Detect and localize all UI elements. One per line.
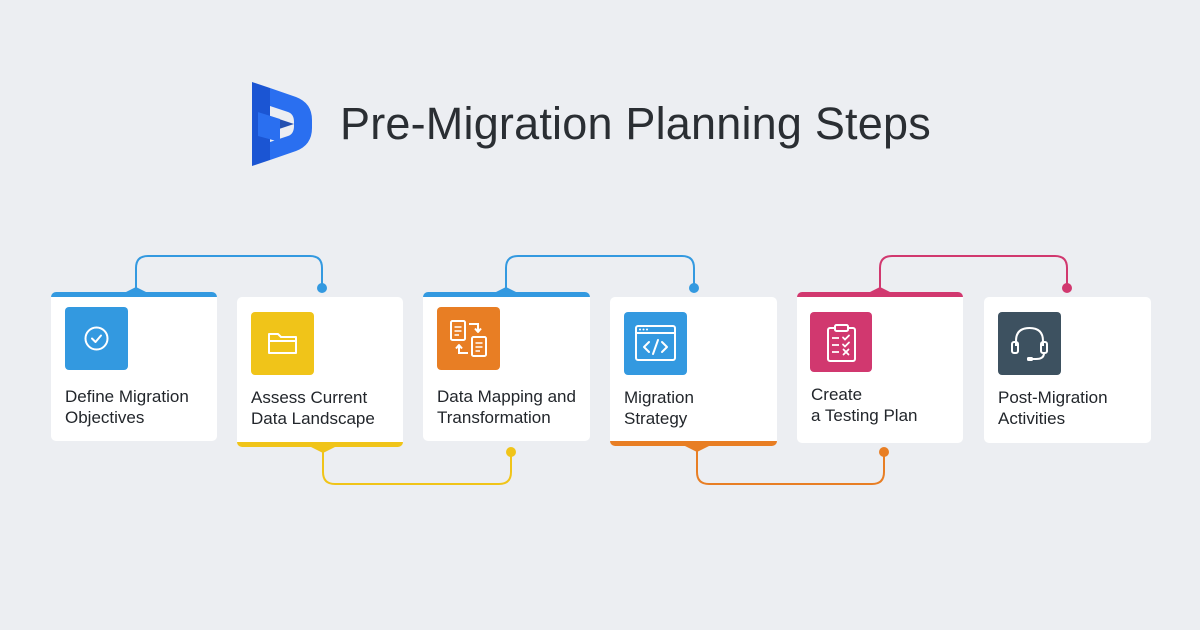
step-icon-box — [624, 312, 687, 375]
connector-dot-2 — [506, 447, 516, 457]
connector-dot-5 — [1062, 283, 1072, 293]
step-label-line1: Define Migration — [65, 387, 189, 406]
connector-dot-1 — [317, 283, 327, 293]
dynamics-logo-icon — [252, 82, 312, 166]
step-label-line2: Objectives — [65, 408, 145, 427]
document-transform-icon — [450, 320, 487, 357]
connector-1-2 — [135, 255, 323, 293]
step-card-create-a-testing-plan: Create a Testing Plan — [797, 292, 963, 443]
step-label-line2: Activities — [998, 409, 1066, 428]
step-card-migration-strategy: Migration Strategy — [610, 297, 777, 446]
step-label: Post-Migration Activities — [998, 387, 1143, 429]
step-label: Assess Current Data Landscape — [251, 387, 395, 429]
step-card-accent-bar — [610, 441, 777, 446]
folder-icon — [268, 333, 297, 354]
connector-2-3 — [322, 447, 512, 485]
code-window-icon — [635, 325, 676, 361]
connector-dot-3 — [689, 283, 699, 293]
connector-notch-3 — [494, 287, 518, 293]
connector-notch-1 — [124, 287, 148, 293]
step-label-line1: Assess Current — [251, 388, 368, 407]
step-icon-box — [998, 312, 1061, 375]
connector-dot-4 — [879, 447, 889, 457]
step-card-post-migration-activities: Post-Migration Activities — [984, 297, 1151, 443]
step-label-line2: Strategy — [624, 409, 688, 428]
connector-4-5 — [696, 446, 885, 485]
step-label-line1: Post-Migration — [998, 388, 1108, 407]
step-label-line2: Transformation — [437, 408, 551, 427]
step-label-line2: Data Landscape — [251, 409, 375, 428]
step-card-accent-bar — [237, 442, 403, 447]
step-label: Define Migration Objectives — [65, 386, 209, 428]
step-icon-box — [810, 312, 872, 372]
step-label-line1: Migration — [624, 388, 694, 407]
step-icon-box — [437, 307, 500, 370]
step-card-data-mapping-and-transformation: Data Mapping and Transformation — [423, 292, 590, 441]
connector-notch-2 — [311, 447, 335, 453]
step-label: Data Mapping and Transformation — [437, 386, 582, 428]
step-card-define-migration-objectives: Define Migration Objectives — [51, 292, 217, 441]
step-label: Migration Strategy — [624, 387, 769, 429]
step-icon-box — [65, 307, 128, 370]
step-label: Create a Testing Plan — [811, 384, 955, 426]
step-card-accent-bar — [797, 292, 963, 297]
step-label-line2: a Testing Plan — [811, 406, 918, 425]
connector-notch-4 — [685, 446, 709, 452]
clipboard-checklist-icon — [827, 324, 856, 362]
page-title: Pre-Migration Planning Steps — [340, 98, 931, 149]
check-circle-icon — [84, 326, 109, 351]
step-card-accent-bar — [51, 292, 217, 297]
step-label-line1: Create — [811, 385, 863, 404]
connector-3-4 — [505, 255, 695, 293]
header: Pre-Migration Planning Steps — [0, 0, 1200, 200]
step-card-accent-bar — [423, 292, 590, 297]
step-label-line1: Data Mapping and — [437, 387, 576, 406]
connector-notch-5 — [868, 287, 892, 293]
step-icon-box — [251, 312, 314, 375]
step-card-assess-current-data-landscape: Assess Current Data Landscape — [237, 297, 403, 447]
connector-5-6 — [879, 255, 1068, 293]
headset-icon — [1011, 326, 1048, 361]
